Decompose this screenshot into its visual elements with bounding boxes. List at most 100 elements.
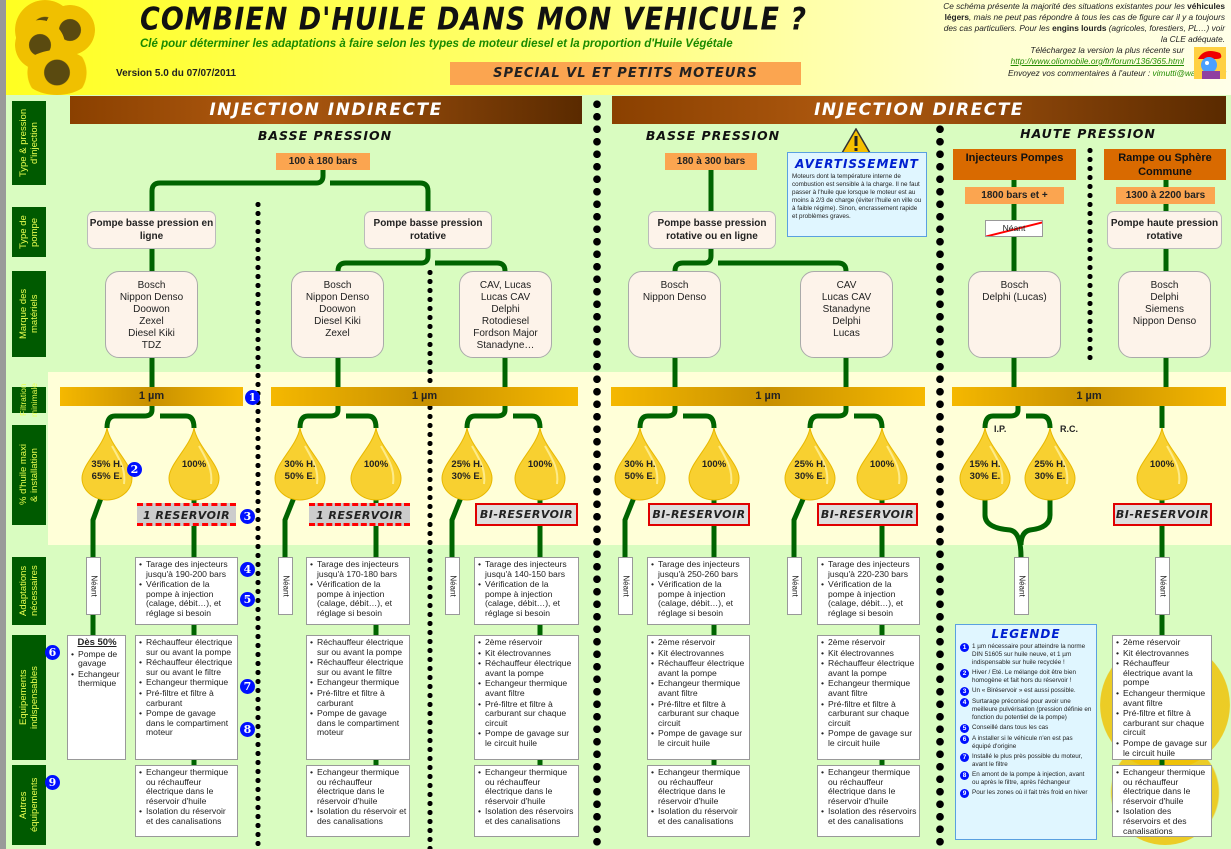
equipment-box: 2ème réservoirKit électrovannesRéchauffe…	[647, 635, 750, 760]
list-item: Echangeur thermique	[139, 678, 235, 688]
single-reservoir-box: 1 RESERVOIR	[309, 503, 410, 526]
bullet-list: Tarage des injecteurs jusqu'à 170-180 ba…	[310, 559, 407, 619]
other-equipment-box: Echangeur thermique ou réchauffeur élect…	[1112, 765, 1212, 837]
list-item: Pré-filtre et filtre à carburant sur cha…	[1116, 708, 1209, 738]
legend-number-icon: 1	[960, 643, 969, 652]
injector-pumps-header: Injecteurs Pompes	[953, 149, 1076, 180]
note-badge-1[interactable]: 1	[245, 390, 260, 405]
legend-number-icon: 4	[960, 698, 969, 707]
list-item: Isolation des réservoirs et des canalisa…	[478, 807, 576, 826]
direct-low-pressure-heading: BASSE PRESSION	[645, 128, 781, 143]
drop-label: 30% H. 50% E.	[624, 459, 656, 482]
list-item: Réchauffeur électrique avant la pompe	[651, 658, 747, 678]
partial-title: Dès 50%	[77, 637, 117, 648]
list-item: Pompe de gavage dans le compartiment mot…	[139, 708, 235, 738]
column-separator	[427, 268, 433, 849]
sunflower-decoration	[22, 50, 92, 95]
none-box: Néant	[445, 557, 460, 615]
partial-equipment-box: Dès 50%Pompe de gavageEchangeur thermiqu…	[67, 635, 126, 760]
note-badge-8[interactable]: 8	[240, 722, 255, 737]
section-separator	[935, 98, 945, 849]
smurf-avatar-icon	[1194, 47, 1226, 79]
bullet-list: Echangeur thermique ou réchauffeur élect…	[1116, 767, 1209, 836]
legend-text: A installer si le véhicule n'en est pas …	[972, 735, 1073, 750]
other-equipment-box: Echangeur thermique ou réchauffeur élect…	[135, 765, 238, 837]
list-item: Réchauffeur électrique sur ou avant le f…	[310, 657, 407, 677]
filtration-bar: 1 µm	[60, 387, 243, 406]
list-item: Pré-filtre et filtre à carburant	[310, 688, 407, 708]
pump-inline: Pompe basse pression en ligne	[87, 211, 216, 249]
note-badge-3[interactable]: 3	[240, 509, 255, 524]
oil-drop-full: 100%	[855, 426, 909, 502]
section-separator	[592, 98, 602, 849]
list-item: Isolation du réservoir et des canalisati…	[139, 807, 235, 826]
oil-drop-blend: 30% H. 50% E.	[613, 426, 667, 502]
drop-label: 100%	[701, 459, 727, 470]
list-item: Tarage des injecteurs jusqu'à 170-180 ba…	[310, 559, 407, 579]
adaptations-box: Tarage des injecteurs jusqu'à 220-230 ba…	[817, 557, 920, 625]
list-item: Pré-filtre et filtre à carburant sur cha…	[651, 699, 747, 729]
bullet-list: Réchauffeur électrique sur ou avant la p…	[310, 637, 407, 738]
note-badge-2[interactable]: 2	[127, 462, 142, 477]
bi-reservoir-box: BI-RESERVOIR	[475, 503, 578, 526]
list-item: Isolation du réservoir et des canalisati…	[310, 807, 407, 826]
pump-none: Néant	[1002, 223, 1026, 233]
filtration-bar: 1 µm	[952, 387, 1226, 406]
direct-injection-banner: INJECTION DIRECTE	[612, 96, 1226, 124]
bullet-list: Echangeur thermique ou réchauffeur élect…	[478, 767, 576, 827]
legend-number-icon: 6	[960, 735, 969, 744]
brands-box: CAV, Lucas Lucas CAV Delphi Rotodiesel F…	[459, 271, 552, 358]
list-item: Tarage des injecteurs jusqu'à 140-150 ba…	[478, 559, 576, 579]
brands-box: Bosch Nippon Denso Doowon Diesel Kiki Ze…	[291, 271, 384, 358]
legend-text: Hiver / Eté. Le mélange doit être bien h…	[972, 669, 1076, 684]
none-label: Néant	[1017, 575, 1026, 597]
list-item: Echangeur thermique ou réchauffeur élect…	[821, 767, 917, 806]
list-item: Réchauffeur électrique avant la pompe	[1116, 658, 1209, 688]
bullet-list: Tarage des injecteurs jusqu'à 220-230 ba…	[821, 559, 917, 619]
label-ip: I.P.	[994, 424, 1007, 434]
common-rail-header: Rampe ou Sphère Commune	[1104, 149, 1226, 180]
other-equipment-box: Echangeur thermique ou réchauffeur élect…	[647, 765, 750, 837]
author-email-link[interactable]: vimutti@wanadoo.fr	[1152, 68, 1226, 78]
equipment-box: 2ème réservoirKit électrovannesRéchauffe…	[1112, 635, 1212, 760]
note-badge-6[interactable]: 6	[45, 645, 60, 660]
bullet-list: Réchauffeur électrique sur ou avant la p…	[139, 637, 235, 738]
none-label: Néant	[281, 575, 290, 597]
oil-drop-blend: 35% H. 65% E.	[80, 426, 134, 502]
none-box: Néant	[1155, 557, 1170, 615]
list-item: Echangeur thermique avant filtre	[651, 679, 747, 698]
note-badge-5[interactable]: 5	[240, 592, 255, 607]
note-badge-9[interactable]: 9	[45, 775, 60, 790]
note-badge-4[interactable]: 4	[240, 562, 255, 577]
list-item: Echangeur thermique ou réchauffeur élect…	[478, 767, 576, 806]
bullet-list: Echangeur thermique ou réchauffeur élect…	[310, 767, 407, 827]
download-link[interactable]: http://www.oliomobile.org/fr/forum/136/3…	[1010, 56, 1184, 66]
bullet-list: Echangeur thermique ou réchauffeur élect…	[139, 767, 235, 827]
bullet-list: 2ème réservoirKit électrovannesRéchauffe…	[651, 637, 747, 749]
bullet-list: 2ème réservoirKit électrovannesRéchauffe…	[478, 637, 576, 749]
scope-note: Ce schéma présente la majorité des situa…	[943, 1, 1225, 44]
list-item: 2ème réservoir	[1116, 637, 1209, 648]
list-item: Tarage des injecteurs jusqu'à 220-230 ba…	[821, 559, 917, 579]
list-item: Pré-filtre et filtre à carburant sur cha…	[821, 699, 917, 729]
warning-title: AVERTISSEMENT	[795, 157, 919, 171]
none-box: Néant	[618, 557, 633, 615]
note-badge-7[interactable]: 7	[240, 679, 255, 694]
list-item: Pré-filtre et filtre à carburant sur cha…	[478, 699, 576, 729]
bullet-list: Pompe de gavageEchangeur thermique	[71, 649, 123, 689]
list-item: Echangeur thermique avant filtre	[1116, 688, 1209, 708]
list-item: Pré-filtre et filtre à carburant	[139, 688, 235, 708]
legend-text: Un « Biréservoir » est aussi possible.	[972, 687, 1076, 694]
list-item: Réchauffeur électrique avant la pompe	[478, 658, 576, 678]
indirect-injection-banner: INJECTION INDIRECTE	[70, 96, 582, 124]
bullet-list: 2ème réservoirKit électrovannesRéchauffe…	[1116, 637, 1209, 758]
list-item: Vérification de la pompe à injection (ca…	[478, 579, 576, 618]
equipment-box: Réchauffeur électrique sur ou avant la p…	[135, 635, 238, 760]
list-item: Réchauffeur électrique sur ou avant le f…	[139, 657, 235, 677]
legend-text: Pour les zones où il fait très froid en …	[972, 789, 1088, 796]
list-item: Tarage des injecteurs jusqu'à 250-260 ba…	[651, 559, 747, 579]
oil-drop-full: 100%	[349, 426, 403, 502]
list-item: Isolation des réservoirs et des canalisa…	[821, 807, 917, 826]
